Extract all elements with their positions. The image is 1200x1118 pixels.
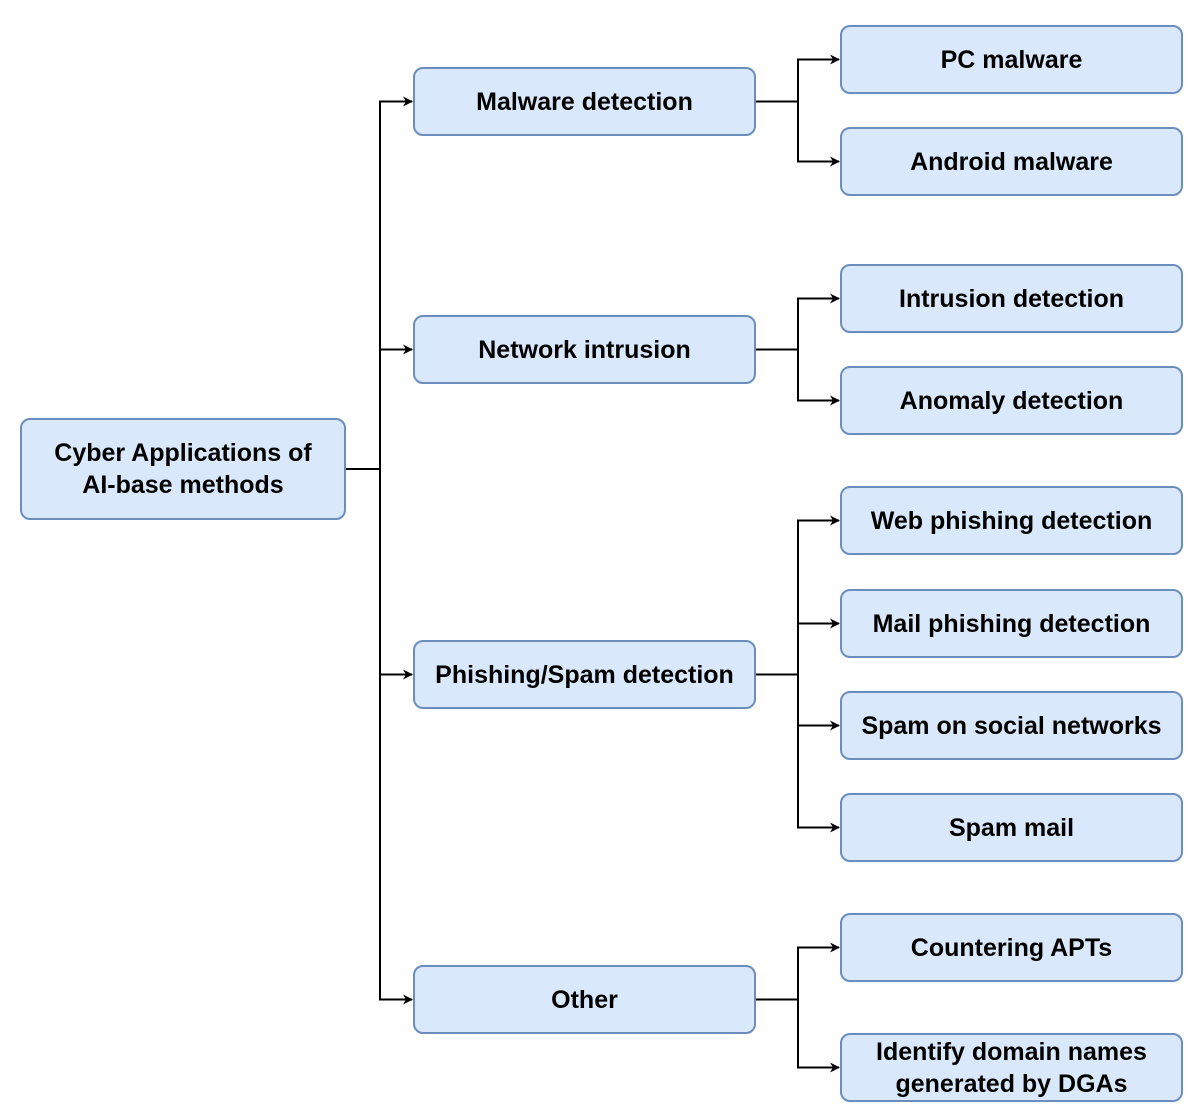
connector-category-to-leaf xyxy=(797,101,840,167)
connector-root-to-category xyxy=(379,96,413,469)
connector-category-to-leaf xyxy=(797,674,840,833)
leaf-node-pc-malware: PC malware xyxy=(840,25,1183,94)
leaf-node-identify-domain-names-dgas: Identify domain names generated by DGAs xyxy=(840,1033,1183,1102)
connector-root-to-category xyxy=(379,469,413,680)
leaf-node-android-malware: Android malware xyxy=(840,127,1183,196)
connector-category-to-leaf xyxy=(797,942,840,1000)
connector-root-to-category xyxy=(379,469,413,1005)
connector-category-to-leaf xyxy=(797,618,840,675)
category-node-network-intrusion: Network intrusion xyxy=(413,315,756,384)
leaf-node-intrusion-detection: Intrusion detection xyxy=(840,264,1183,333)
leaf-node-mail-phishing-detection: Mail phishing detection xyxy=(840,589,1183,658)
category-node-phishing-spam-detection: Phishing/Spam detection xyxy=(413,640,756,709)
category-node-other: Other xyxy=(413,965,756,1034)
connector-category-to-leaf xyxy=(797,515,840,675)
connector-category-to-leaf xyxy=(797,674,840,731)
leaf-node-countering-apts: Countering APTs xyxy=(840,913,1183,982)
root-node: Cyber Applications of AI-base methods xyxy=(20,418,346,520)
category-node-malware-detection: Malware detection xyxy=(413,67,756,136)
connector-category-to-leaf xyxy=(797,349,840,406)
leaf-node-spam-mail: Spam mail xyxy=(840,793,1183,862)
connector-root-to-category xyxy=(379,344,413,469)
leaf-node-web-phishing-detection: Web phishing detection xyxy=(840,486,1183,555)
connector-category-to-leaf xyxy=(797,999,840,1073)
connector-category-to-leaf xyxy=(797,54,840,102)
leaf-node-spam-on-social-networks: Spam on social networks xyxy=(840,691,1183,760)
leaf-node-anomaly-detection: Anomaly detection xyxy=(840,366,1183,435)
connector-category-to-leaf xyxy=(797,293,840,350)
